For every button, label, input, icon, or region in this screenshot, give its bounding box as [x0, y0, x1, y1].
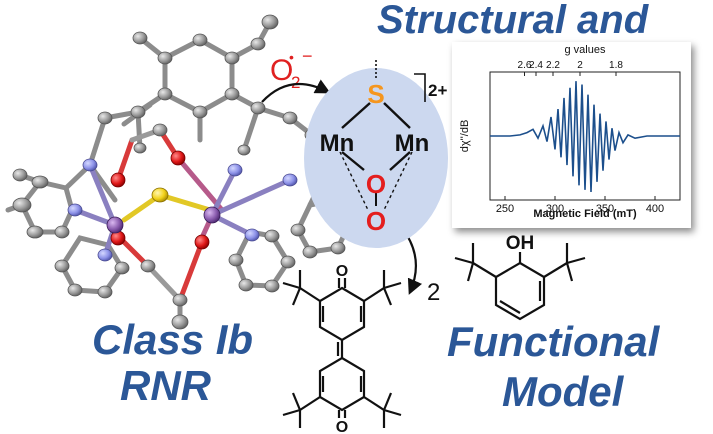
top-tick-label: 2	[577, 60, 583, 71]
x-tick-label: 250	[496, 203, 514, 215]
superoxide-oxygen: O	[270, 54, 293, 87]
sulfur-label: S	[367, 79, 384, 109]
x-tick-label: 300	[546, 203, 564, 215]
oxygen-lower-label: O	[366, 206, 386, 236]
title-functional: Functional	[447, 318, 660, 365]
top-tick-label: 2.4	[529, 60, 543, 71]
phenol-oh-label: OH	[506, 233, 535, 254]
top-axis-label: g values	[565, 44, 606, 56]
oxygen-upper-label: O	[366, 169, 386, 199]
phenol-structure	[454, 243, 586, 321]
top-tick-label: 1.8	[609, 60, 623, 71]
quinone-oxygen-top: O	[336, 263, 348, 280]
y-axis-label: dχ''/dB	[459, 120, 471, 153]
top-tick-label: 2.6	[518, 60, 532, 71]
crystal-structure	[5, 14, 370, 330]
title-class-ib: Class Ib	[92, 316, 254, 363]
title-structural: Structural and	[377, 0, 649, 42]
mn-right-label: Mn	[395, 130, 430, 157]
charge-label: 2+	[428, 81, 447, 100]
superoxide-subscript: 2	[291, 73, 300, 92]
epr-chart: g values Magnetic Field (mT) dχ''/dB 250…	[459, 44, 681, 220]
mn-left-label: Mn	[320, 130, 355, 157]
mn-core-schematic: S Mn Mn O O 2+	[304, 60, 448, 248]
x-axis-label: Magnetic Field (mT)	[533, 208, 637, 220]
stoichiometry-label: 2	[427, 279, 440, 306]
diphenoquinone-structure	[282, 270, 402, 428]
superoxide-charge: −	[302, 46, 313, 66]
x-tick-label: 350	[596, 203, 614, 215]
title-model: Model	[502, 368, 624, 415]
title-rnr: RNR	[120, 362, 211, 409]
superoxide-arrow	[261, 79, 331, 103]
x-tick-label: 400	[646, 203, 664, 215]
superoxide-label: O 2 • −	[270, 46, 313, 92]
epr-spectrum-panel: g values Magnetic Field (mT) dχ''/dB 250…	[452, 42, 691, 228]
quinone-oxygen-bottom: O	[336, 419, 348, 434]
top-tick-label: 2.2	[546, 60, 560, 71]
epr-trace	[490, 81, 680, 193]
superoxide-dot: •	[289, 49, 294, 65]
